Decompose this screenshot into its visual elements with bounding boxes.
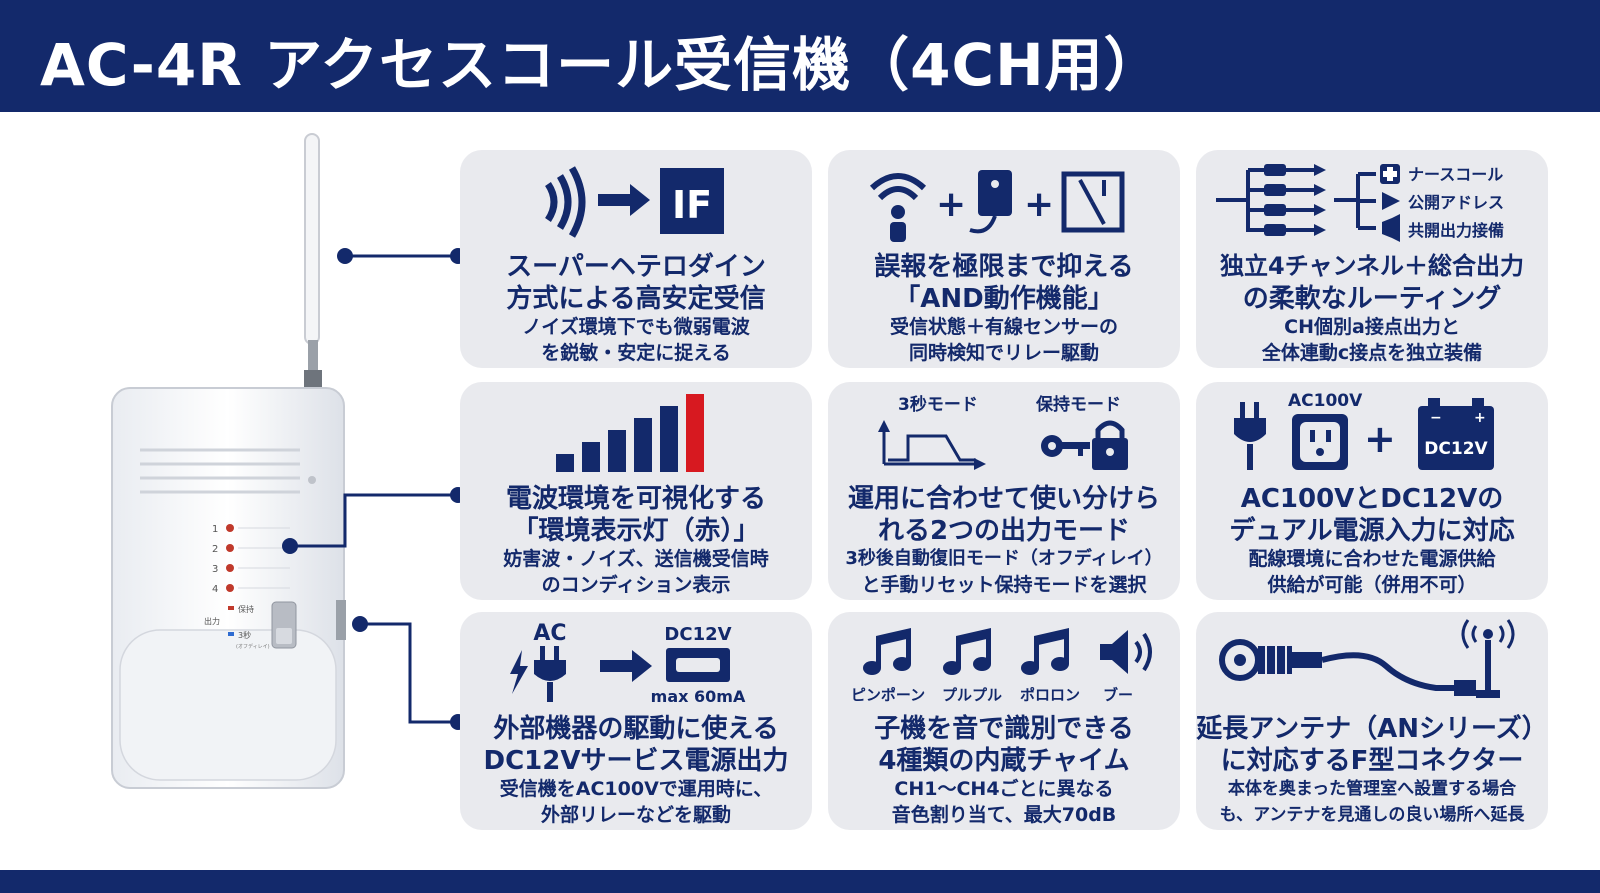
output-mode-icons: 3秒モード 保持モード [878, 394, 1128, 470]
card-sub-line1: 3秒後自動復旧モード（オフディレイ） [845, 548, 1163, 569]
card-sub-line1: 配線環境に合わせた電源供給 [1248, 548, 1496, 570]
card-title-line1: 誤報を極限まで抑える [874, 252, 1134, 282]
dc12v-label: DC12V [664, 624, 731, 645]
music-note-icon [863, 628, 911, 675]
feature-card-superheterodyne: IF スーパーヘテロダイン 方式による高安定受信 ノイズ環境下でも微弱電波 を鋭… [460, 150, 812, 368]
card-title-line1: 電波環境を可視化する [505, 484, 766, 514]
ch1-led [226, 524, 234, 532]
max-current-label: max 60mA [651, 687, 746, 706]
dc12v-battery-label: DC12V [1424, 439, 1488, 459]
card-title-line1: 運用に合わせて使い分けら [847, 484, 1160, 514]
speaker-icon [1100, 630, 1152, 674]
wireless-plus-sensor-plus-relay-icon: + + [869, 170, 1125, 242]
card-title-line1: 外部機器の駆動に使える [493, 714, 779, 744]
card-title-line1: AC100VとDC12Vの [1240, 484, 1504, 514]
chime-sounds-icon: ピンポーン プルプル ポロロン ブー [851, 628, 1152, 704]
receiver-device-illustration: 1 2 3 4 保持 出力 3秒 (オフディレイ) [111, 133, 346, 789]
signal-strength-bars-icon [556, 394, 704, 472]
card-title-line2: 「AND動作機能」 [894, 284, 1114, 314]
svg-text:+: + [1024, 184, 1054, 225]
card-sub-line2: 同時検知でリレー駆動 [908, 342, 1099, 364]
f-connector-antenna-icon [1219, 619, 1515, 698]
card-title-line2: DC12Vサービス電源出力 [483, 746, 789, 776]
page-title: AC-4R アクセスコール受信機（4CH用） [40, 31, 1163, 99]
card-title-line2: 「環境表示灯（赤）」 [512, 516, 760, 546]
chime-label-2: プルプル [942, 686, 1002, 704]
feature-card-routing: ナースコール 公開アドレス 共開出力接備 独立4チャンネル＋総合出力 の柔軟なル… [1196, 150, 1548, 368]
card-title-line2: 方式による高安定受信 [506, 284, 766, 314]
radio-to-if-icon: IF [544, 166, 724, 238]
music-note-icon [1021, 628, 1069, 675]
card-sub-line1: ノイズ環境下でも微弱電波 [522, 316, 750, 338]
feature-card-environment-indicator: 電波環境を可視化する 「環境表示灯（赤）」 妨害波・ノイズ、送信機受信時 のコン… [460, 382, 812, 600]
if-label: IF [672, 183, 712, 227]
card-title-line2: 4種類の内蔵チャイム [878, 746, 1130, 776]
feature-card-and-function: + + 誤報を極限まで抑える 「AND動作機能」 受信状態＋有線センサーの 同時… [828, 150, 1180, 368]
footer-bar [0, 870, 1600, 893]
channel-leds: 1 2 3 4 [212, 524, 234, 595]
card-title-line2: の柔軟なルーティング [1242, 284, 1502, 314]
card-sub-line2: 音色割り当て、最大70dB [891, 804, 1117, 826]
mode-label-3sec: 3秒モード [898, 394, 978, 415]
card-title-line1: 延長アンテナ（ANシリーズ） [1196, 714, 1548, 744]
routing-diagram-icon: ナースコール 公開アドレス 共開出力接備 [1216, 164, 1504, 242]
route-label-3: 共開出力接備 [1408, 221, 1504, 240]
card-sub-line1: 本体を奥まった管理室へ設置する場合 [1227, 779, 1517, 799]
card-sub-line1: CH個別a接点出力と [1284, 316, 1460, 338]
output-label: 出力 [204, 616, 220, 626]
svg-text:+: + [936, 184, 966, 225]
feature-card-dc12v-output: AC DC12V max 60mA 外部機器の駆動に使える DC12Vサービス電… [460, 612, 812, 830]
ac-plus-dc-power-icon: AC100V + − + DC12V [1234, 391, 1494, 470]
chime-label-1: ピンポーン [851, 686, 925, 704]
card-title-line1: 子機を音で識別できる [874, 714, 1134, 744]
ac-label: AC [533, 621, 566, 646]
card-sub-line1: 妨害波・ノイズ、送信機受信時 [503, 548, 769, 570]
chime-label-4: ブー [1103, 686, 1133, 704]
card-sub-line2: 全体連動c接点を独立装備 [1261, 342, 1483, 364]
delay-label: (オフディレイ) [236, 643, 270, 650]
chime-label-3: ポロロン [1020, 686, 1080, 704]
card-title-line2: れる2つの出力モード [877, 516, 1131, 546]
card-sub-line2: 外部リレーなどを駆動 [540, 804, 731, 826]
card-sub-line2: を鋭敏・安定に捉える [541, 342, 731, 364]
sec-label: 3秒 [238, 630, 251, 640]
svg-text:+: + [1474, 410, 1486, 426]
ch2-led [226, 544, 234, 552]
card-title-line2: デュアル電源入力に対応 [1229, 516, 1515, 546]
feature-card-dual-power: AC100V + − + DC12V AC100VとDC12Vの デュアル電源入… [1196, 382, 1548, 600]
ch4-label: 4 [212, 584, 218, 595]
svg-text:−: − [1430, 410, 1442, 426]
card-title-line1: スーパーヘテロダイン [506, 252, 766, 282]
card-sub-line1: CH1〜CH4ごとに異なる [894, 778, 1114, 800]
mode-label-hold: 保持モード [1035, 394, 1121, 415]
ch3-led [226, 564, 234, 572]
feature-card-antenna-connector: 延長アンテナ（ANシリーズ） に対応するF型コネクター 本体を奥まった管理室へ設… [1196, 612, 1548, 830]
card-sub-line2: のコンディション表示 [541, 574, 731, 596]
card-sub-line1: 受信状態＋有線センサーの [889, 316, 1118, 338]
card-sub-line1: 受信機をAC100Vで運用時に、 [499, 778, 773, 800]
ch4-led [226, 584, 234, 592]
header-bar: AC-4R アクセスコール受信機（4CH用） [0, 0, 1600, 112]
card-title-line1: 独立4チャンネル＋総合出力 [1220, 252, 1524, 280]
card-sub-line2: も、アンテナを見通しの良い場所へ延長 [1219, 805, 1525, 825]
ch1-label: 1 [212, 524, 218, 535]
card-sub-line2: 供給が可能（併用不可） [1267, 574, 1477, 596]
hold-label: 保持 [238, 604, 254, 614]
music-note-icon [943, 628, 991, 675]
card-title-line2: に対応するF型コネクター [1220, 746, 1524, 776]
ac-to-dc12v-output-icon: AC DC12V max 60mA [510, 621, 746, 706]
svg-text:+: + [1364, 417, 1396, 461]
route-label-1: ナースコール [1408, 165, 1503, 184]
feature-card-output-modes: 3秒モード 保持モード 運用に合わせて使い分けら れる2つの出力モード 3秒後自… [828, 382, 1180, 600]
card-sub-line2: と手動リセット保持モードを選択 [861, 574, 1147, 596]
route-label-2: 公開アドレス [1408, 193, 1504, 212]
ch2-label: 2 [212, 544, 218, 555]
ac100v-label: AC100V [1288, 391, 1363, 411]
feature-card-chimes: ピンポーン プルプル ポロロン ブー 子機を音で識別できる 4種類の内蔵チャイム… [828, 612, 1180, 830]
ch3-label: 3 [212, 564, 218, 575]
